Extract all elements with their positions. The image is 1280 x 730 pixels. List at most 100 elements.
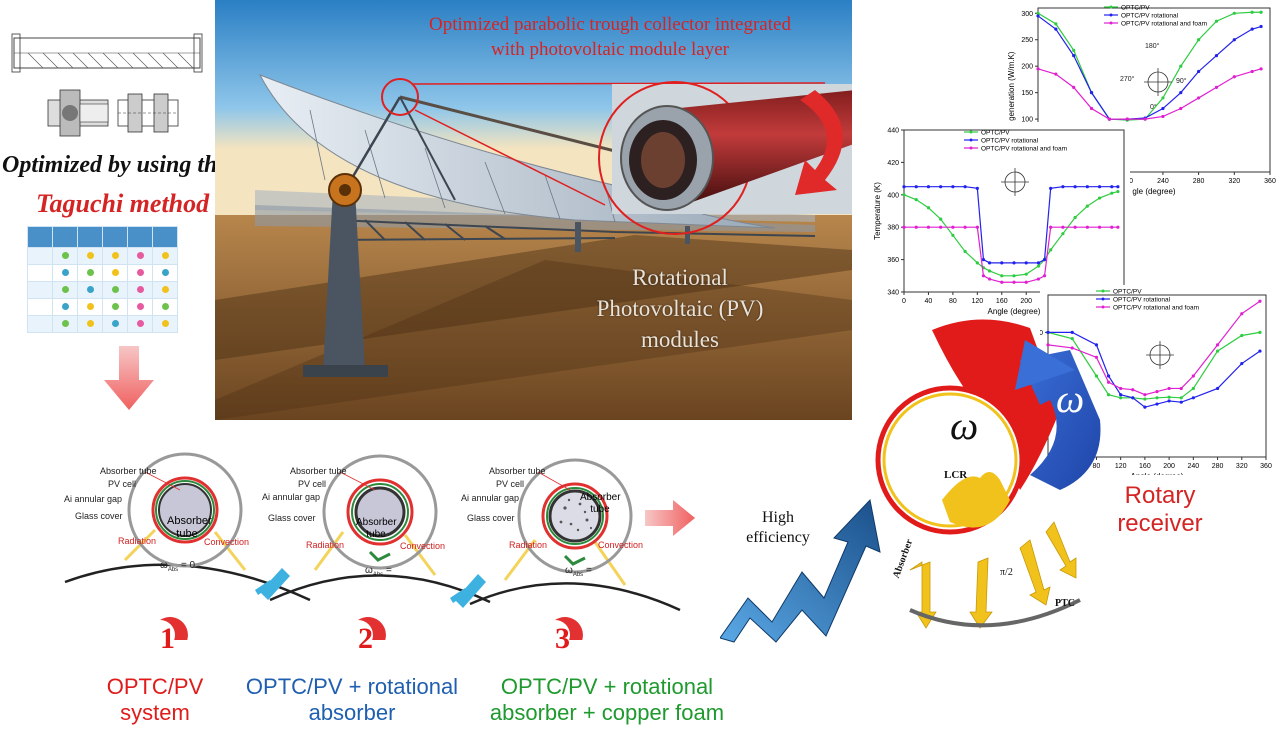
data-point	[951, 233, 955, 237]
data-point	[1085, 185, 1089, 189]
data-point	[926, 225, 931, 229]
label-absorber-core-1: Absorber tube	[167, 515, 212, 541]
label-radiation-1: Radiation	[118, 536, 157, 546]
data-point	[1116, 185, 1120, 189]
label-absorber-core-3: Absorber tube	[580, 492, 621, 516]
data-point	[1024, 280, 1028, 284]
y-tick-label: 200	[1040, 330, 1043, 337]
data-point	[1110, 185, 1114, 189]
data-point	[1110, 191, 1114, 195]
data-point	[1107, 117, 1111, 121]
legend-marker	[1109, 13, 1113, 17]
label-radiation-2: Radiation	[306, 540, 345, 550]
ptc-label: PTC	[1055, 598, 1075, 609]
data-point	[1179, 386, 1183, 391]
x-tick-label: 360	[1264, 178, 1276, 185]
x-axis-label: gle (degree)	[1132, 187, 1175, 196]
data-point	[939, 225, 943, 229]
label-omega-3: ωAbs =	[565, 565, 592, 578]
absorber-core-text2-1: tube	[176, 528, 198, 540]
lcr-label: LCR	[944, 469, 968, 481]
data-point	[1131, 388, 1135, 392]
data-point	[1000, 280, 1004, 284]
data-point	[1070, 337, 1074, 341]
label-absorber-tube-2: Absorber tube	[290, 466, 347, 476]
series-line	[1037, 15, 1262, 120]
data-point	[981, 258, 986, 262]
y-tick-label: 150	[1021, 90, 1033, 97]
legend-marker	[1101, 305, 1105, 309]
x-axis-label: Angle (degree)	[1131, 472, 1184, 475]
label-glass-cover-2: Glass cover	[268, 513, 316, 523]
data-point	[1119, 393, 1123, 397]
taguchi-method-text: Taguchi method	[36, 189, 210, 218]
data-point	[1072, 54, 1076, 58]
legend-label: OPTC/PV rotational	[1121, 13, 1179, 20]
legend-label: OPTC/PV	[1121, 5, 1150, 12]
data-point	[1215, 343, 1220, 347]
label-pv-cell-1: PV cell	[108, 479, 137, 489]
x-tick-label: 280	[1212, 463, 1224, 470]
legend-label: OPTC/PV rotational	[981, 138, 1039, 145]
omega-blue-label: ω	[1056, 376, 1085, 421]
caption-2: OPTC/PV + rotational absorber	[222, 674, 482, 726]
omega-symbol-1: ω	[160, 560, 168, 571]
data-point	[1161, 96, 1165, 100]
data-point	[963, 249, 967, 254]
series-line	[1037, 68, 1262, 120]
compass-top: 180°	[1145, 43, 1160, 50]
pi-half-label: π/2	[1000, 567, 1013, 578]
data-point	[1106, 374, 1111, 378]
data-point	[1110, 225, 1114, 229]
data-point	[1036, 14, 1040, 18]
caption-3-line1: OPTC/PV + rotational	[500, 674, 714, 699]
y-tick-label: 380	[887, 225, 899, 232]
y-tick-label: 340	[887, 290, 899, 297]
down-arrow-icon	[104, 346, 154, 410]
label-air-gap-3: Ai annular gap	[461, 493, 520, 503]
legend-label: OPTC/PV	[1113, 289, 1142, 296]
data-point	[1061, 232, 1065, 236]
data-point	[1191, 386, 1195, 391]
data-point	[1232, 38, 1236, 42]
rotary-receiver-svg	[875, 319, 1101, 629]
data-point	[987, 277, 992, 281]
label-convection-2: Convection	[400, 541, 446, 551]
optimized-text: Optimized by using the	[2, 152, 229, 178]
legend-marker	[1109, 21, 1113, 25]
data-point	[1036, 261, 1041, 265]
data-point	[1250, 10, 1254, 14]
data-point	[1049, 248, 1053, 252]
label-air-gap-1: Ai annular gap	[64, 494, 123, 504]
data-point	[1036, 277, 1041, 281]
data-point	[1097, 185, 1102, 189]
y-tick-label: 400	[887, 192, 899, 199]
data-point	[1085, 204, 1089, 208]
y-tick-label: 100	[1021, 117, 1033, 124]
x-tick-label: 120	[971, 298, 983, 305]
data-point	[1232, 11, 1236, 15]
data-point	[1197, 96, 1201, 100]
data-point	[1179, 396, 1183, 400]
data-point	[1070, 330, 1074, 334]
caption-1: OPTC/PV system	[70, 674, 240, 726]
legend-label: OPTC/PV rotational and foam	[981, 146, 1067, 153]
data-point	[1089, 91, 1094, 95]
data-point	[1073, 225, 1077, 229]
data-point	[1240, 333, 1244, 338]
x-tick-label: 40	[925, 298, 933, 305]
data-point	[951, 225, 955, 229]
pv-label-line2: Photovoltaic (PV)	[596, 296, 764, 321]
legend-marker	[969, 130, 973, 134]
label-glass-cover-1: Glass cover	[75, 511, 123, 521]
label-pv-cell-3: PV cell	[496, 479, 525, 489]
data-point	[1094, 343, 1099, 347]
absorber-core-text-1: Absorber	[167, 515, 212, 527]
high-efficiency-label: High efficiency	[738, 508, 818, 548]
label-absorber-core-2: Absorber tube	[356, 517, 397, 541]
data-point	[1049, 186, 1053, 190]
data-point	[1046, 330, 1050, 334]
caption-1-line1: OPTC/PV	[106, 674, 204, 699]
data-point	[1155, 402, 1159, 406]
data-point	[1097, 225, 1102, 229]
